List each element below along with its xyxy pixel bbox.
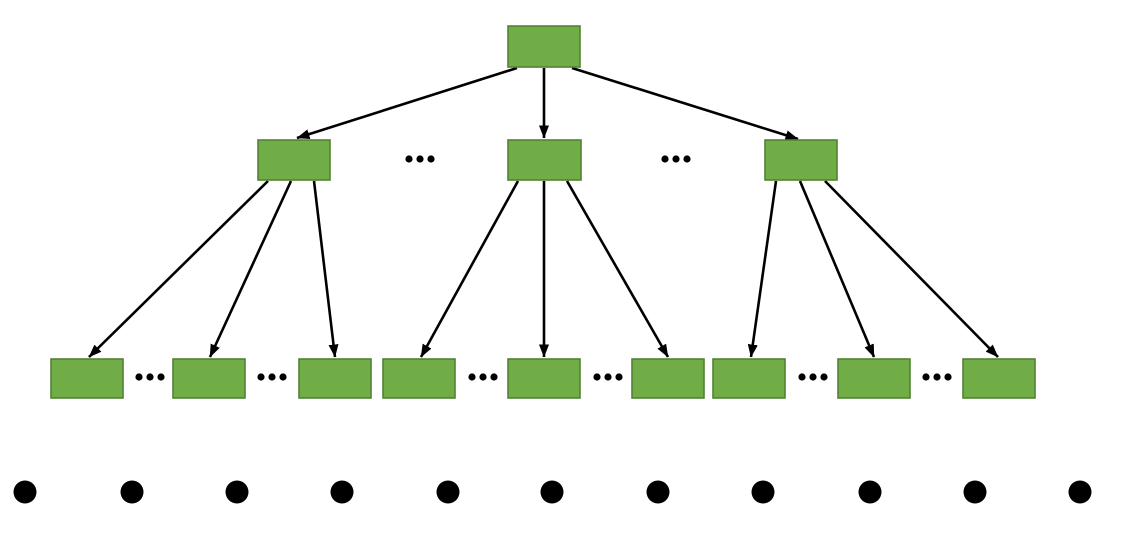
ellipsis-dot	[490, 373, 498, 381]
tree-node-leaf-8	[837, 358, 911, 399]
tree-node-internal-1	[257, 139, 331, 181]
ellipsis-dot	[809, 373, 817, 381]
ellipsis-dot	[922, 373, 930, 381]
ellipsis-dot	[820, 373, 828, 381]
bottom-dot	[13, 480, 37, 504]
ellipsis-dot	[672, 155, 680, 163]
ellipsis-dot	[615, 373, 623, 381]
edge-arrow-internal-3-to-leaf-8	[798, 180, 876, 358]
ellipsis-dot	[405, 155, 413, 163]
edge-arrow-internal-1-to-leaf-1	[88, 180, 269, 358]
ellipsis-leaf-4	[593, 373, 623, 381]
ellipsis-dot	[468, 373, 476, 381]
ellipsis-internal-1	[405, 155, 435, 163]
ellipsis-dot	[933, 373, 941, 381]
bottom-dot	[330, 480, 354, 504]
ellipsis-dot	[683, 155, 691, 163]
tree-node-leaf-6	[631, 358, 705, 399]
tree-node-leaf-1	[50, 358, 124, 399]
ellipsis-leaf-3	[468, 373, 498, 381]
bottom-dot-row	[13, 480, 1092, 504]
ellipsis-leaf-5	[798, 373, 828, 381]
bottom-dot	[540, 480, 564, 504]
ellipsis-leaf-1	[135, 373, 165, 381]
bottom-dot	[751, 480, 775, 504]
ellipsis-dot	[135, 373, 143, 381]
edge-arrow-internal-3-to-leaf-7	[747, 180, 778, 358]
edge-arrow-internal-2-to-leaf-6	[565, 180, 670, 358]
ellipsis-dot	[257, 373, 265, 381]
tree-node-leaf-4	[382, 358, 456, 399]
ellipsis-dot	[593, 373, 601, 381]
edge-arrow-root-to-internal-1	[296, 66, 518, 140]
edge-arrow-internal-2-to-leaf-4	[419, 180, 520, 358]
ellipsis-dot	[661, 155, 669, 163]
bottom-dot	[436, 480, 460, 504]
tree-node-leaf-7	[712, 358, 786, 399]
tree-node-root	[507, 25, 581, 68]
ellipsis-dot	[146, 373, 154, 381]
ellipsis-dot	[798, 373, 806, 381]
ellipsis-internal-2	[661, 155, 691, 163]
ellipsis-leaf-6	[922, 373, 952, 381]
ellipsis-dot	[479, 373, 487, 381]
bottom-dot	[858, 480, 882, 504]
tree-node-leaf-2	[172, 358, 246, 399]
bottom-dot	[120, 480, 144, 504]
ellipsis-dot	[427, 155, 435, 163]
tree-node-leaf-3	[298, 358, 372, 399]
ellipsis-dot	[604, 373, 612, 381]
edge-arrow-root-to-internal-3	[571, 66, 799, 141]
tree-node-leaf-5	[507, 358, 581, 399]
bottom-dot	[963, 480, 987, 504]
ellipsis-leaf-2	[257, 373, 287, 381]
tree-node-leaf-9	[962, 358, 1036, 399]
bottom-dot	[646, 480, 670, 504]
tree-node-internal-3	[764, 139, 838, 181]
ellipsis-dot	[279, 373, 287, 381]
ellipsis-dot	[944, 373, 952, 381]
ellipsis-dot	[268, 373, 276, 381]
bottom-dot	[225, 480, 249, 504]
bottom-dot	[1068, 480, 1092, 504]
ellipsis-dot	[157, 373, 165, 381]
tree-node-internal-2	[507, 139, 582, 181]
edge-arrow-internal-1-to-leaf-3	[312, 180, 339, 358]
edge-arrow-internal-1-to-leaf-2	[208, 180, 293, 358]
ellipsis-dot	[416, 155, 424, 163]
edge-arrow-internal-3-to-leaf-9	[824, 180, 999, 358]
